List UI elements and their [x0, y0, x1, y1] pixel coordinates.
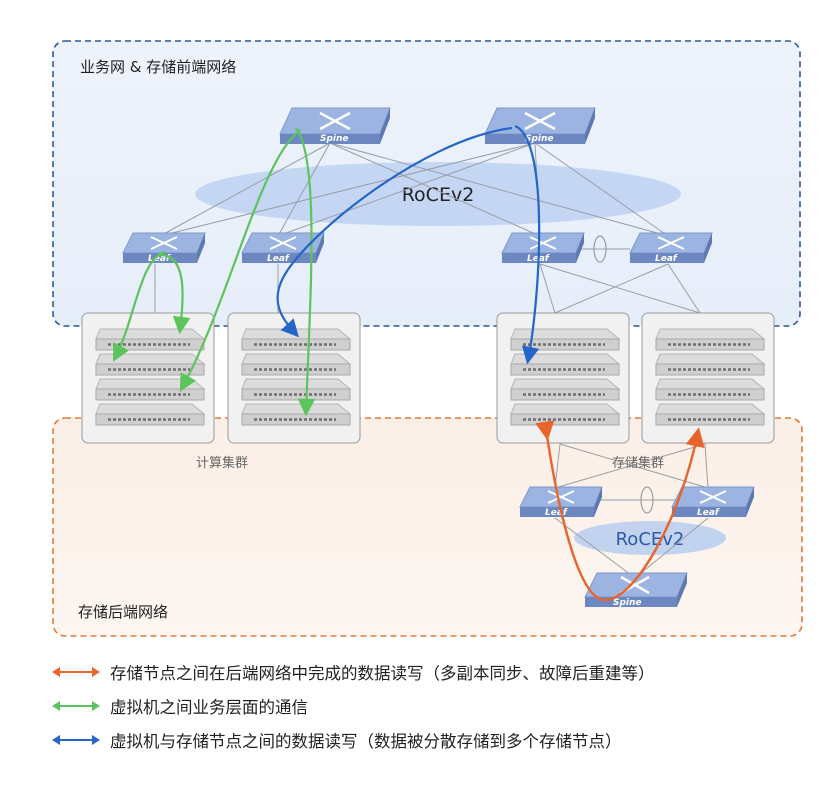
- blue-flow-arrow: [514, 124, 541, 365]
- spine-label: Spine: [613, 598, 642, 608]
- legend-text: 存储节点之间在后端网络中完成的数据读写（多副本同步、故障后重建等）: [110, 664, 655, 683]
- server-cabinet: [496, 312, 630, 444]
- roce-frontend-ellipse: [195, 162, 681, 226]
- roce-backend-ellipse: [574, 521, 726, 555]
- frontend-zone-title: 业务网 & 存储前端网络: [80, 58, 236, 76]
- spine-switch: Spine: [279, 107, 391, 144]
- legend-item: 虚拟机与存储节点之间的数据读写（数据被分散存储到多个存储节点）: [52, 723, 822, 757]
- leaf-switch: Leaf: [241, 232, 325, 264]
- leaf-switch: Leaf: [501, 232, 585, 264]
- spine-label: Spine: [525, 134, 554, 144]
- leaf-switch: Leaf: [629, 232, 713, 264]
- server-cabinet: [81, 312, 215, 444]
- green-flow-arrow: [179, 129, 301, 392]
- legend: 存储节点之间在后端网络中完成的数据读写（多副本同步、故障后重建等） 虚拟机之间业…: [52, 655, 822, 757]
- network-diagram: 业务网 & 存储前端网络 存储后端网络 RoCEv2 RoCEv2: [52, 40, 803, 637]
- spine-switch: Spine: [484, 107, 596, 144]
- leaf-label: Leaf: [267, 254, 290, 264]
- green-flow-arrow: [295, 127, 316, 417]
- leaf-label: Leaf: [655, 254, 678, 264]
- blue-arrow-icon: [52, 735, 100, 745]
- roce-frontend-label: RoCEv2: [402, 184, 475, 206]
- leaf-switch: Leaf: [671, 486, 755, 518]
- legend-item: 虚拟机之间业务层面的通信: [52, 689, 822, 723]
- green-flow-arrow: [112, 250, 166, 362]
- legend-item: 存储节点之间在后端网络中完成的数据读写（多副本同步、故障后重建等）: [52, 655, 822, 689]
- roce-backend-label: RoCEv2: [616, 529, 685, 550]
- frontend-links: [154, 142, 701, 322]
- backend-zone-title: 存储后端网络: [78, 603, 168, 621]
- leaf-link-ring-back: [640, 486, 654, 514]
- legend-text: 虚拟机与存储节点之间的数据读写（数据被分散存储到多个存储节点）: [110, 732, 622, 751]
- leaf-label: Leaf: [148, 254, 171, 264]
- backend-links: [554, 443, 709, 579]
- compute-cluster-label: 计算集群: [196, 455, 248, 471]
- server-cabinet: [641, 312, 775, 444]
- leaf-switch: Leaf: [122, 232, 206, 264]
- orange-flow-arrow: [535, 420, 705, 602]
- leaf-switch: Leaf: [519, 486, 603, 518]
- spine-switch: Spine: [584, 572, 688, 608]
- blue-flow-arrow: [276, 126, 513, 338]
- green-arrow-icon: [52, 701, 100, 711]
- leaf-link-ring-front: [593, 235, 607, 263]
- legend-text: 虚拟机之间业务层面的通信: [110, 698, 308, 717]
- green-flow-arrow: [159, 253, 191, 335]
- leaf-label: Leaf: [697, 508, 720, 518]
- storage-cluster-label: 存储集群: [612, 455, 664, 471]
- spine-label: Spine: [320, 134, 349, 144]
- orange-arrow-icon: [52, 667, 100, 677]
- leaf-label: Leaf: [545, 508, 568, 518]
